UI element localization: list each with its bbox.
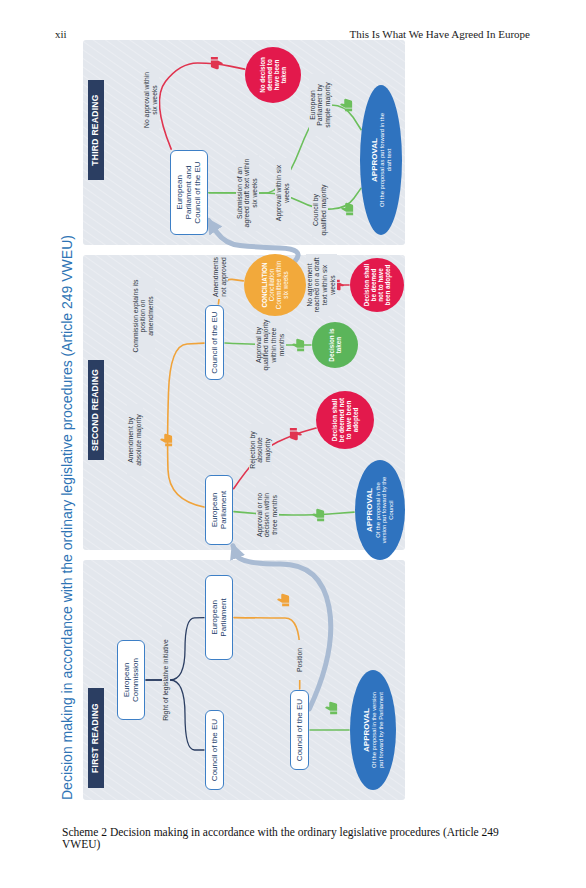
approval-ellipse: APPROVALOf the proposal in the version p… bbox=[355, 460, 405, 560]
thumb-up-icon bbox=[292, 339, 304, 351]
node-text: European Parliament bbox=[210, 481, 228, 539]
flow-line bbox=[234, 512, 354, 515]
node-text: European Commission bbox=[122, 646, 140, 714]
thumb-up-icon bbox=[341, 203, 353, 215]
reading-panel bbox=[83, 40, 405, 245]
reading-header: SECOND READING bbox=[88, 360, 104, 460]
node-text: APPROVAL bbox=[365, 488, 375, 532]
node-text: Decision shall be deemed not to have bee… bbox=[363, 263, 391, 307]
approval-ellipse: APPROVALOf the proposal as put forward i… bbox=[360, 85, 402, 235]
edge-label: Position bbox=[296, 640, 304, 680]
outcome-circle: No decision deemed to have been taken bbox=[245, 47, 301, 103]
process-box: Council of the EU bbox=[205, 710, 224, 790]
figure-caption: Scheme 2 Decision making in accordance w… bbox=[62, 826, 532, 850]
diagram-title: Decision making in accordance with the o… bbox=[59, 235, 75, 800]
thumb-up-icon bbox=[160, 434, 172, 446]
running-head: This Is What We Have Agreed In Europe bbox=[250, 28, 530, 40]
thumb-up-icon bbox=[277, 594, 289, 606]
process-box: Council of the EU bbox=[205, 305, 224, 380]
edge-label: No approval within six weeks bbox=[143, 69, 159, 131]
node-text: European Parliament bbox=[210, 581, 228, 654]
node-text: CONCILIATION bbox=[261, 263, 268, 308]
process-box: European Parliament bbox=[205, 575, 233, 660]
process-box: European Commission bbox=[117, 640, 145, 720]
flow-line bbox=[168, 343, 204, 507]
flow-line bbox=[310, 729, 349, 731]
node-subtext: Of the proposal as put forward in the dr… bbox=[379, 108, 392, 212]
page-number: xii bbox=[55, 28, 95, 40]
flow-line bbox=[146, 680, 204, 750]
node-text: APPROVAL bbox=[362, 708, 372, 752]
node-text: SECOND READING bbox=[91, 369, 101, 451]
node-text: Council of the EU bbox=[210, 311, 219, 373]
outcome-circle: Decision shall be deemed not to have bee… bbox=[350, 258, 404, 312]
stage-arrow bbox=[233, 546, 331, 709]
process-box: European Parliament bbox=[205, 475, 233, 545]
edge-label: Amendments not approved bbox=[212, 255, 228, 299]
node-text: APPROVAL bbox=[370, 138, 380, 182]
edge-label: Rejection by absolute majority bbox=[249, 424, 272, 476]
panel-texture bbox=[83, 560, 405, 800]
flow-line bbox=[234, 618, 300, 689]
panel-texture bbox=[83, 40, 405, 245]
thumb-down-icon bbox=[211, 57, 223, 69]
edge-label: No agreement reached on a draft text wit… bbox=[306, 254, 337, 316]
node-text: Decision is taken bbox=[328, 327, 342, 363]
note-label: Commission explains its position on amen… bbox=[132, 278, 155, 354]
edge-label: European Parliament by simple majority bbox=[309, 74, 332, 136]
process-box: Council of the EU bbox=[290, 690, 309, 770]
reading-panel bbox=[83, 560, 405, 800]
outcome-circle: Decision shall be deemed not to have bee… bbox=[316, 391, 374, 449]
reading-header: THIRD READING bbox=[88, 80, 104, 180]
thumb-up-icon bbox=[340, 99, 352, 111]
note-label: Approval within six weeks bbox=[275, 158, 291, 228]
process-box: European Parliament and Council of the E… bbox=[170, 150, 208, 235]
node-subtext: Of the proposal in the version put forwa… bbox=[375, 475, 395, 545]
outcome-circle: Decision is taken bbox=[312, 322, 358, 368]
edge-label: Council by qualified majority bbox=[312, 183, 328, 238]
edge-label: Approval or no decision within three mon… bbox=[256, 486, 279, 544]
thumb-down-icon bbox=[290, 428, 302, 440]
node-text: Decision shall be deemed not to have bee… bbox=[331, 397, 359, 443]
thumb-up-icon bbox=[312, 509, 324, 521]
flow-line bbox=[234, 428, 317, 489]
approval-ellipse: APPROVALOf the proposal in the version p… bbox=[350, 670, 396, 790]
thumb-up-icon bbox=[325, 702, 337, 714]
edge-label: Amendment by absolute majority bbox=[127, 404, 143, 476]
flow-line bbox=[146, 618, 204, 680]
reading-header: FIRST READING bbox=[88, 688, 104, 788]
node-subtext: Of the proposal in the version put forwa… bbox=[371, 688, 384, 772]
node-text: Council of the EU bbox=[210, 719, 219, 781]
rotated-diagram: Decision making in accordance with the o… bbox=[55, 40, 405, 800]
edge-label: Right of legislative initiative bbox=[162, 625, 170, 735]
node-text: Council of the EU bbox=[295, 699, 304, 761]
flow-line bbox=[159, 63, 244, 149]
node-subtext: Conciliation Committee within six weeks bbox=[268, 260, 289, 310]
node-text: THIRD READING bbox=[91, 94, 101, 165]
edge-label: Approval by qualified majority within th… bbox=[255, 317, 286, 373]
outcome-circle: CONCILIATIONConciliation Committee withi… bbox=[244, 254, 306, 316]
node-text: No decision deemed to have been taken bbox=[259, 53, 287, 97]
node-text: FIRST READING bbox=[91, 703, 101, 773]
note-label: Submission of an agreed draft text withi… bbox=[236, 155, 259, 231]
node-text: European Parliament and Council of the E… bbox=[175, 156, 203, 229]
